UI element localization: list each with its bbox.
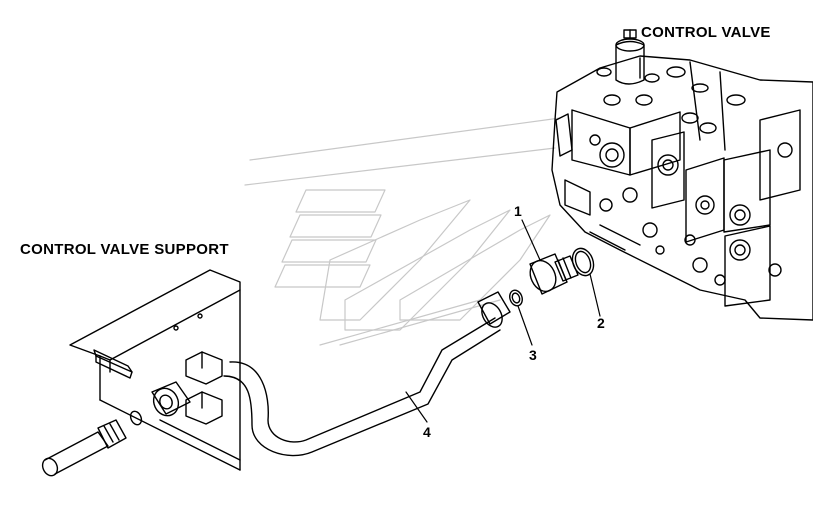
watermark-logo [244, 117, 561, 346]
o-ring-part-2 [571, 247, 595, 277]
control-valve [551, 29, 813, 321]
o-ring-part-3-inner [511, 292, 521, 304]
leader-3 [517, 305, 533, 346]
control-valve-label: CONTROL VALVE [641, 24, 771, 41]
control-valve-support-label: CONTROL VALVE SUPPORT [20, 241, 229, 258]
hose-end-fitting [129, 381, 191, 426]
fitting-part-1 [529, 253, 579, 295]
o-ring-part-3 [509, 289, 523, 307]
leader-4 [405, 391, 428, 423]
leader-lines [405, 219, 601, 423]
callout-2: 2 [597, 315, 605, 331]
leader-1 [521, 219, 541, 261]
pipe-cylinder [41, 419, 127, 477]
hose-part-4 [223, 291, 511, 457]
callout-1: 1 [514, 203, 522, 219]
control-valve-support [69, 269, 241, 471]
o-ring-part-2-inner [574, 250, 592, 274]
leader-2 [589, 273, 601, 317]
callout-3: 3 [529, 347, 537, 363]
callout-4: 4 [423, 424, 431, 440]
